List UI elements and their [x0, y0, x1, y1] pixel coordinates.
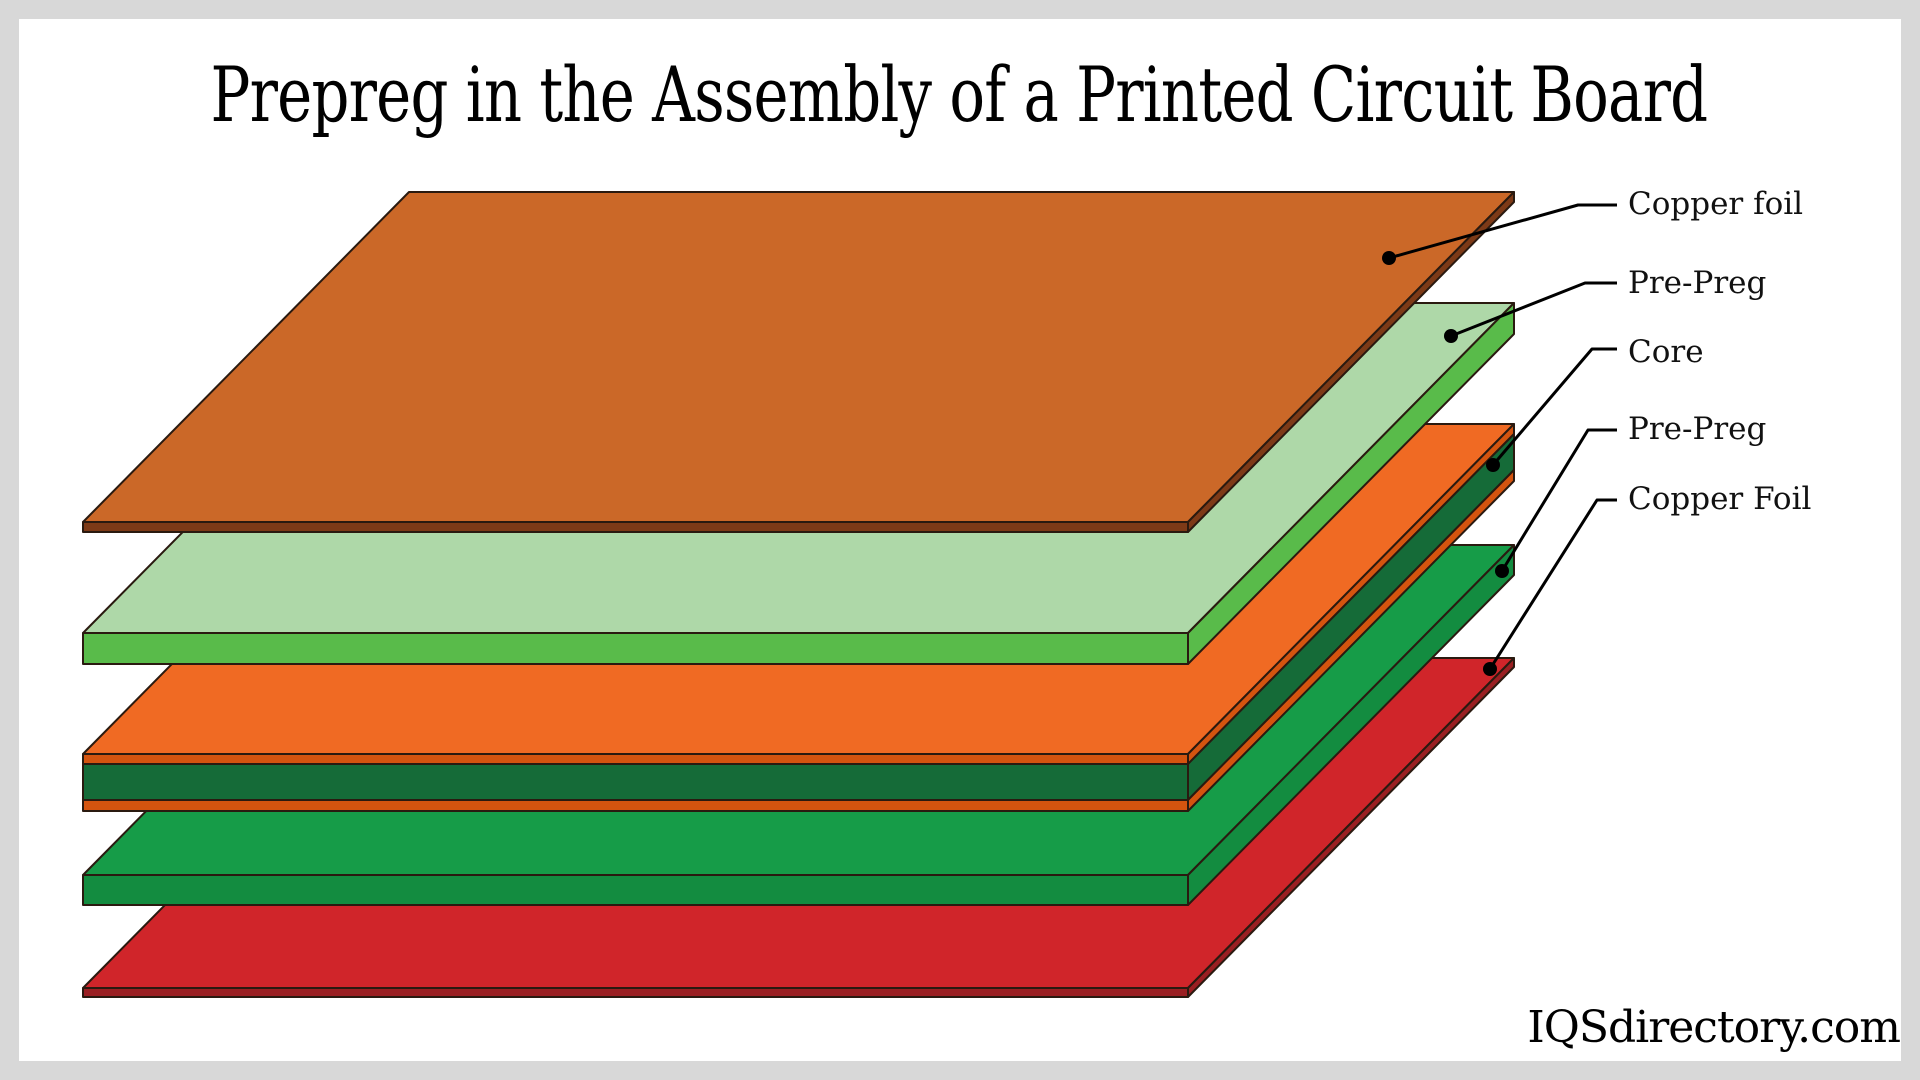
leader-prepreg-bottom [1500, 428, 1617, 572]
leader-copper-foil-top [1388, 203, 1617, 260]
leader-copper-foil-bottom [1488, 498, 1617, 670]
label-core: Core [1628, 334, 1704, 370]
label-copper-foil-top: Copper foil [1628, 186, 1804, 222]
leader-prepreg-top [1450, 281, 1617, 338]
leader-dots [1382, 251, 1509, 676]
leader-core [1491, 347, 1617, 466]
label-prepreg-top: Pre-Preg [1628, 265, 1767, 301]
dot-prepreg-top [1444, 329, 1458, 343]
dot-copper-foil-bottom [1483, 662, 1497, 676]
dot-prepreg-bottom [1495, 564, 1509, 578]
label-copper-foil-bottom: Copper Foil [1628, 481, 1812, 517]
diagram-title: Prepreg in the Assembly of a Printed Cir… [210, 50, 1708, 139]
label-prepreg-bottom: Pre-Preg [1628, 411, 1767, 447]
layer-copper-foil-top [82, 191, 1515, 533]
dot-core [1486, 458, 1500, 472]
leader-lines [1388, 203, 1617, 670]
dot-copper-foil-top [1382, 251, 1396, 265]
brand-watermark: IQSdirectory.com [1527, 1002, 1901, 1053]
